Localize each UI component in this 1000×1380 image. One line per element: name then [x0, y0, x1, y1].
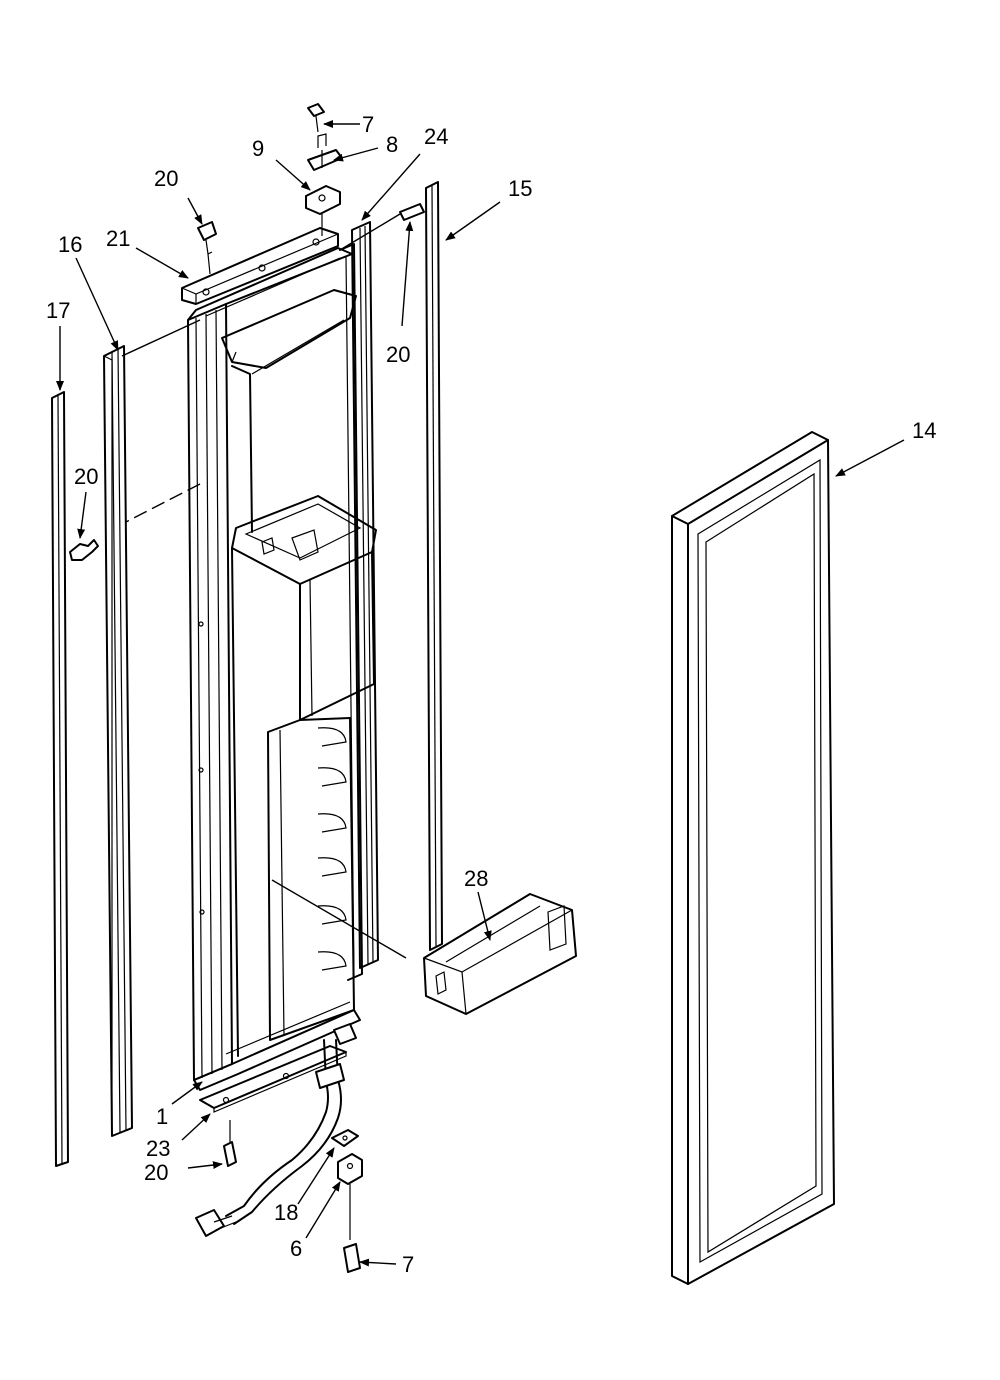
part-6-lower-hinge	[337, 1153, 363, 1240]
part-7-screw-bottom	[343, 1243, 361, 1273]
leader-15	[445, 201, 501, 241]
part-15-strip	[425, 181, 443, 951]
alignment-line-16	[125, 483, 201, 523]
callout-20-bottom: 20	[144, 1160, 168, 1185]
callout-24: 24	[424, 124, 448, 149]
leader-8	[333, 147, 379, 162]
part-7-screw-top	[307, 103, 325, 133]
leader-28	[477, 891, 492, 941]
alignment-line-20	[339, 213, 401, 251]
callout-18: 18	[274, 1200, 298, 1225]
part-16-channel	[103, 345, 133, 1137]
part-9-hinge-plate	[305, 185, 341, 236]
callout-23: 23	[146, 1136, 170, 1161]
callout-9: 9	[252, 136, 264, 161]
leader-9	[275, 159, 311, 191]
leader-1	[171, 1081, 203, 1105]
leader-23	[181, 1113, 211, 1141]
water-line-harness	[195, 1023, 357, 1237]
leader-6	[305, 1181, 341, 1239]
callout-16: 16	[58, 232, 82, 257]
callout-20-top: 20	[154, 166, 178, 191]
leader-20-top	[187, 197, 203, 225]
callout-15: 15	[508, 176, 532, 201]
alignment-line-21	[121, 319, 201, 357]
leader-14	[835, 439, 905, 477]
leader-16	[75, 257, 119, 351]
part-24-channel	[351, 221, 379, 969]
part-8-hinge-pin	[307, 133, 343, 171]
part-1-door-panel	[187, 243, 377, 1091]
leader-20-right	[401, 221, 414, 327]
part-23-bottom-bracket	[199, 1045, 347, 1113]
leader-18	[297, 1147, 335, 1205]
callout-14: 14	[912, 418, 936, 443]
leader-20-bottom	[187, 1161, 223, 1170]
part-14-gasket	[671, 431, 835, 1285]
leader-7-bottom	[359, 1258, 397, 1267]
part-17-strip	[51, 391, 69, 1167]
callout-20-right: 20	[386, 342, 410, 367]
callout-7-top: 7	[362, 112, 374, 137]
leader-24	[361, 153, 421, 221]
callout-21: 21	[106, 226, 130, 251]
part-20-screw-right	[399, 203, 425, 221]
callout-17: 17	[46, 298, 70, 323]
part-21-top-bracket	[181, 227, 339, 305]
part-18-hinge-shim	[331, 1129, 359, 1147]
callout-8: 8	[386, 132, 398, 157]
callout-20-left: 20	[74, 464, 98, 489]
part-20-screw-top	[197, 221, 217, 275]
leader-20-left	[77, 491, 87, 539]
callout-28: 28	[464, 866, 488, 891]
part-20-screw-left	[69, 539, 99, 561]
callout-1: 1	[156, 1104, 168, 1129]
callout-7-bottom: 7	[402, 1252, 414, 1277]
part-20-screw-bottom	[223, 1120, 237, 1167]
callout-6: 6	[290, 1236, 302, 1261]
alignment-line-28	[271, 879, 407, 959]
part-28-door-bin	[423, 893, 577, 1015]
leader-21	[135, 247, 189, 279]
